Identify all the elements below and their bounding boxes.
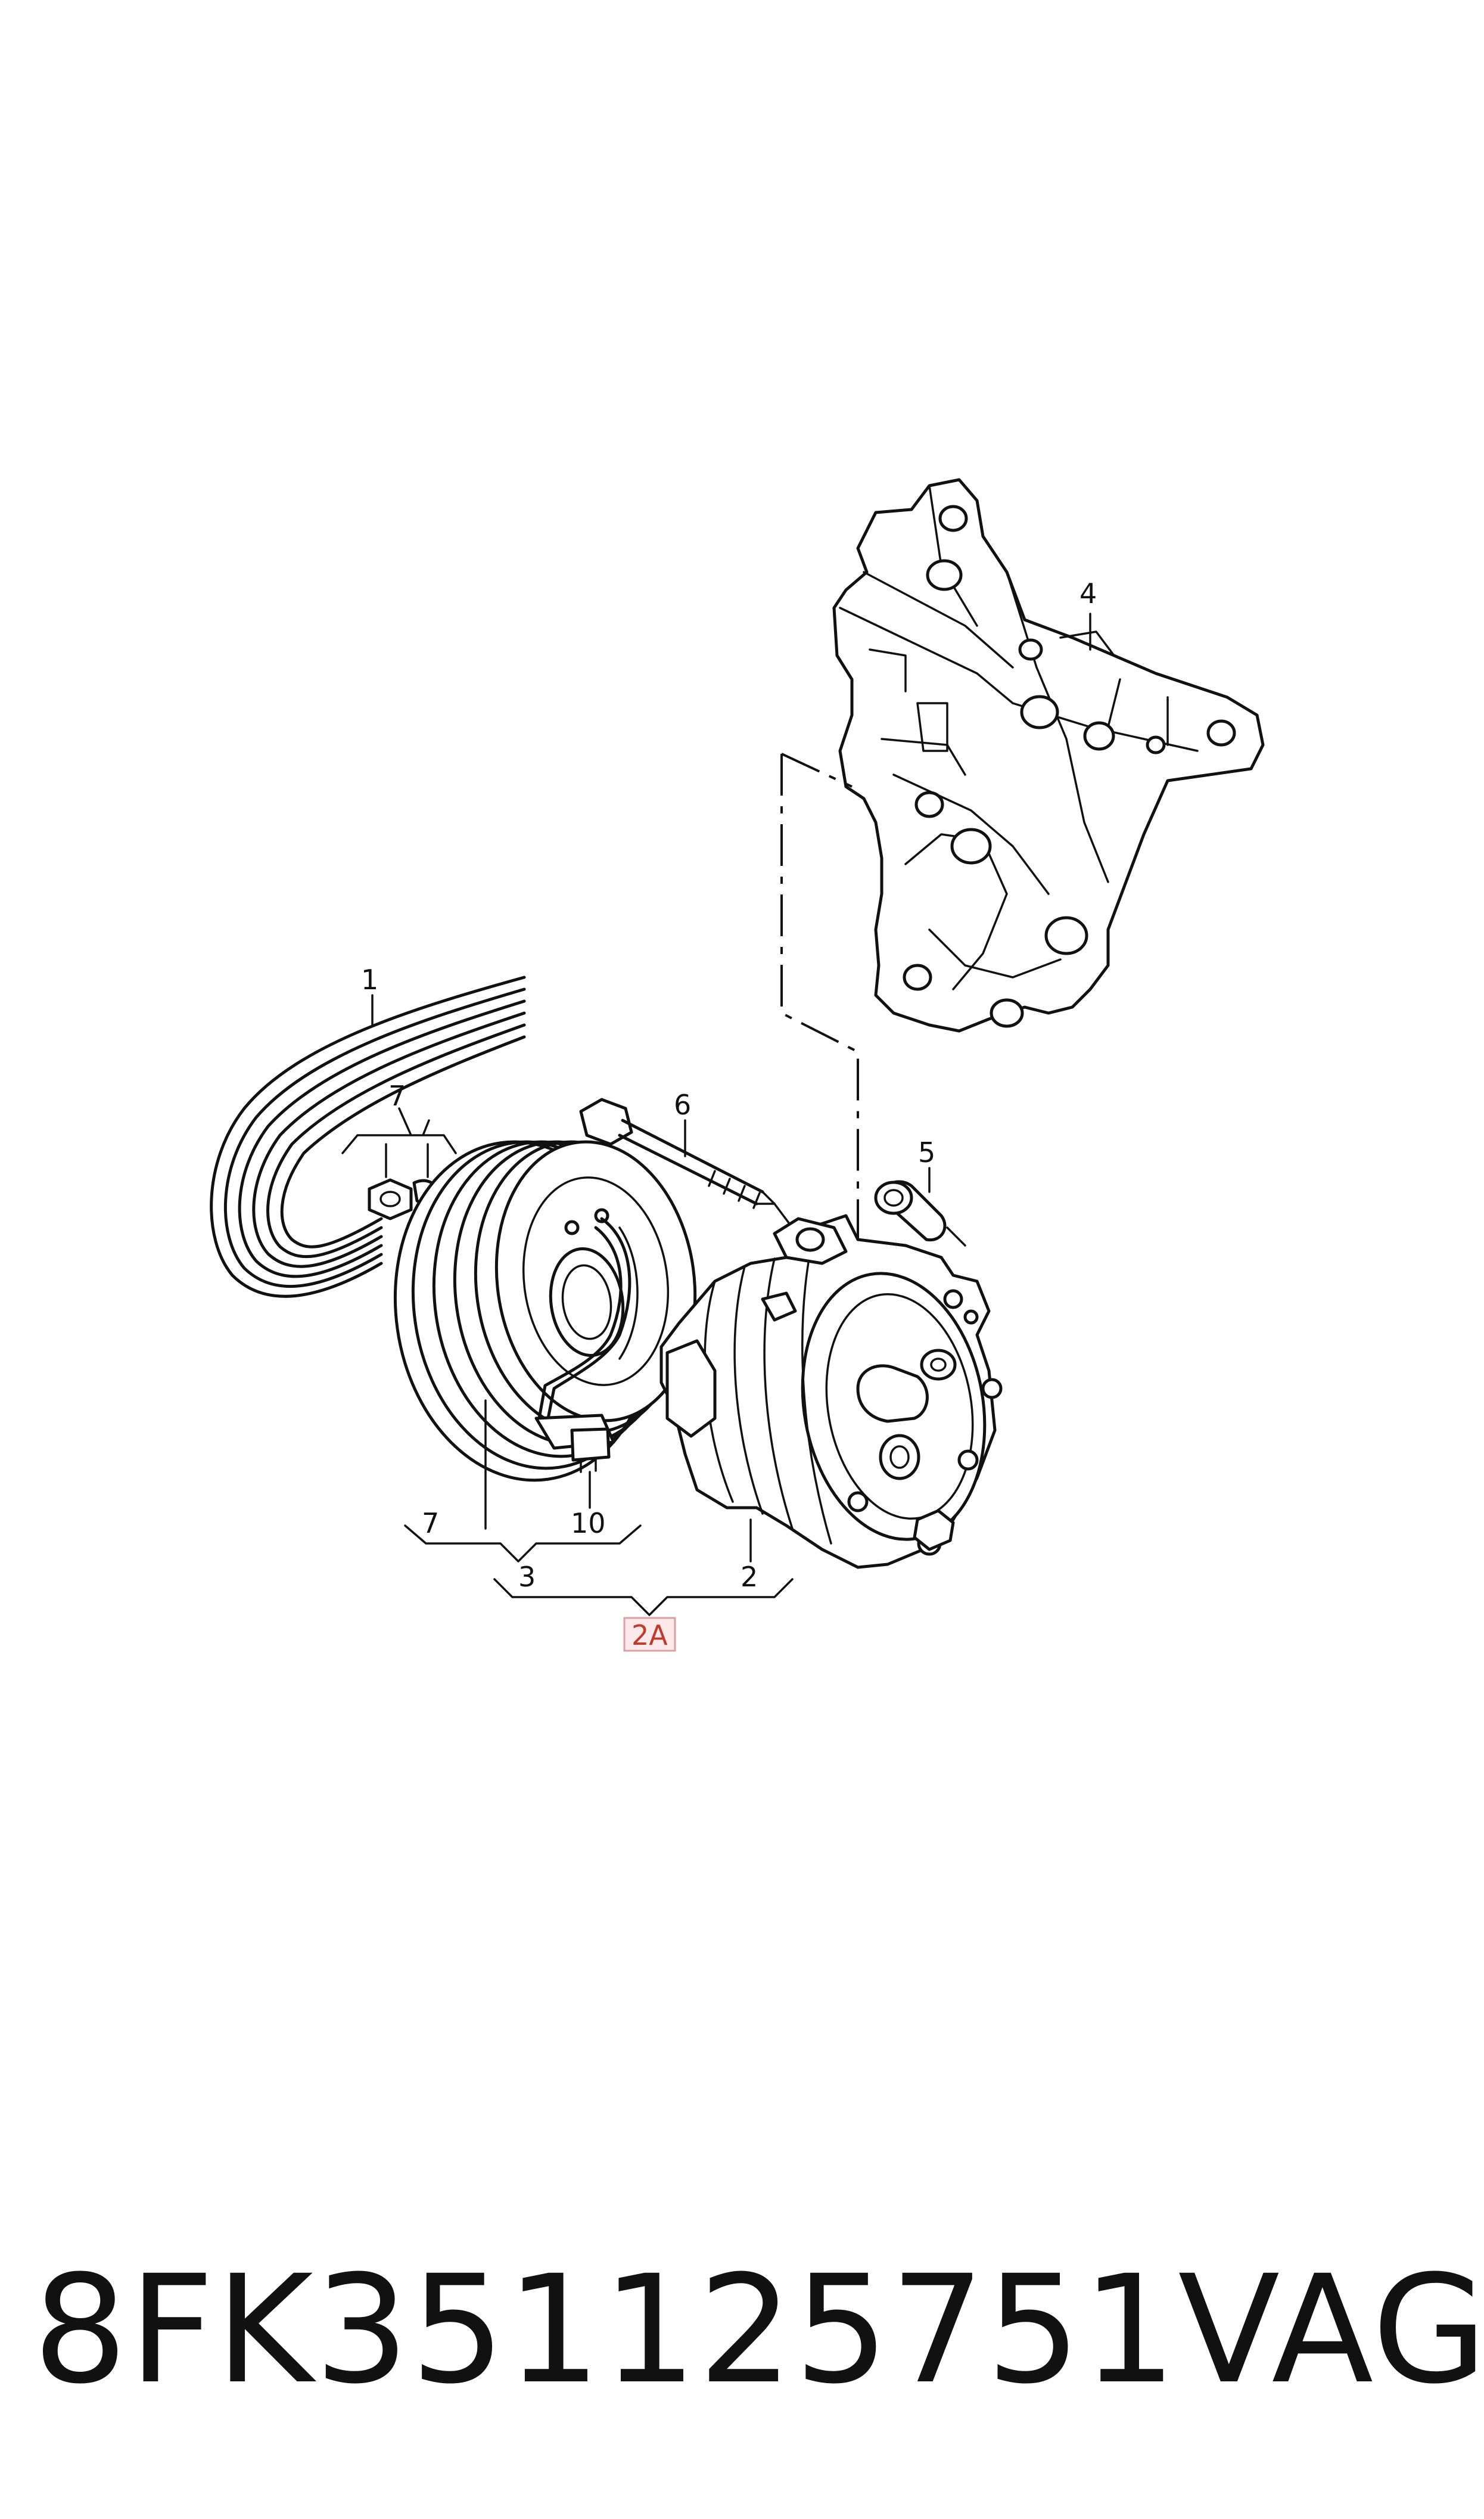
callout-6: 6 (674, 1089, 691, 1121)
callout-labels: 1 7 6 5 4 7 10 3 2 (361, 577, 1097, 1593)
wire-connector-part (534, 1217, 631, 1473)
callout-7-bottom: 7 (422, 1507, 439, 1539)
footer: 8FK351125751 VAG (33, 2241, 1484, 2419)
reference-box (623, 1617, 676, 1652)
callout-10: 10 (571, 1507, 606, 1539)
callout-5: 5 (918, 1136, 935, 1169)
alignment-line (780, 753, 859, 1281)
part-number: 8FK351125751 (33, 2243, 1178, 2416)
callout-7-top: 7 (388, 1080, 406, 1112)
reference-2a[interactable]: 2A (623, 1617, 676, 1652)
leader-lines (341, 613, 1091, 1616)
callout-2: 2 (741, 1561, 758, 1593)
clutch-pulley-part (393, 1140, 697, 1482)
bolt-part (579, 1098, 794, 1229)
callout-4: 4 (1079, 577, 1097, 610)
bracket-part (832, 478, 1265, 1033)
reference-label: 2A (631, 1619, 668, 1651)
bushing-part (874, 1180, 966, 1247)
callout-3: 3 (518, 1561, 536, 1593)
brand-label: VAG (1178, 2243, 1484, 2416)
callout-1: 1 (361, 964, 378, 996)
belt-part (210, 976, 526, 1298)
compressor-part (659, 1214, 1003, 1569)
